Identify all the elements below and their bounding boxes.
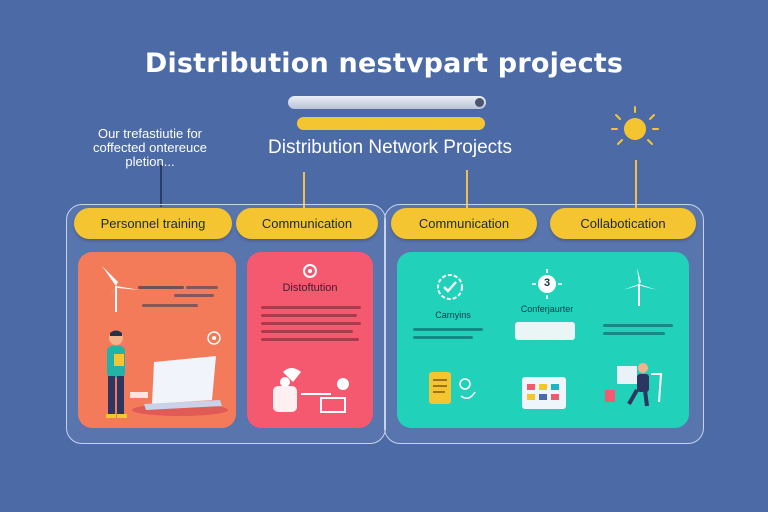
connector-line [635, 160, 637, 208]
wind-turbine-icon [623, 268, 657, 306]
gear-icon [207, 331, 221, 345]
pill-personnel-training[interactable]: Personnel training [74, 208, 232, 239]
person-icon [605, 363, 663, 407]
teal-label-left: Carnyins [435, 310, 471, 320]
connector-line [466, 170, 468, 208]
progress-bar-grey [288, 96, 486, 109]
card-collaboration: Carnyins 3 Conferjaurter [397, 252, 689, 428]
card-personnel-training [78, 252, 236, 428]
subtitle: Distribution Network Projects [268, 137, 512, 158]
gear-icon [303, 264, 317, 278]
teal-label-mid: Conferjaurter [520, 304, 574, 314]
wind-turbine-icon [102, 266, 140, 312]
person-icon [106, 330, 127, 418]
side-note-line-3: pletion... [125, 154, 175, 169]
sun-icon [611, 106, 659, 145]
clipboard-icon [429, 372, 476, 404]
page-title: Distribution nestvpart projects [144, 48, 624, 79]
side-note-line-1: Our trefastiutie for [97, 126, 203, 141]
progress-bar-yellow [297, 117, 485, 130]
sun-badge-icon [532, 269, 562, 299]
card-heading: Distoftution [282, 282, 338, 294]
pill-communication-left[interactable]: Communication [236, 208, 378, 239]
lightbulb-icon [273, 368, 349, 413]
pill-communication-right[interactable]: Communication [391, 208, 537, 239]
search-field[interactable] [515, 322, 575, 340]
laptop-icon [130, 356, 228, 416]
teal-badge-number: 3 [543, 277, 551, 289]
connector-line [303, 172, 305, 208]
connector-line [160, 165, 162, 207]
calendar-icon [522, 377, 566, 409]
side-note: Our trefastiutie for coffected ontereuce… [72, 127, 228, 169]
pill-collaboration[interactable]: Collabotication [550, 208, 696, 239]
checkmark-gear-icon [437, 274, 463, 300]
side-note-line-2: coffected ontereuce [93, 140, 207, 155]
card-communication: Distoftution [247, 252, 373, 428]
